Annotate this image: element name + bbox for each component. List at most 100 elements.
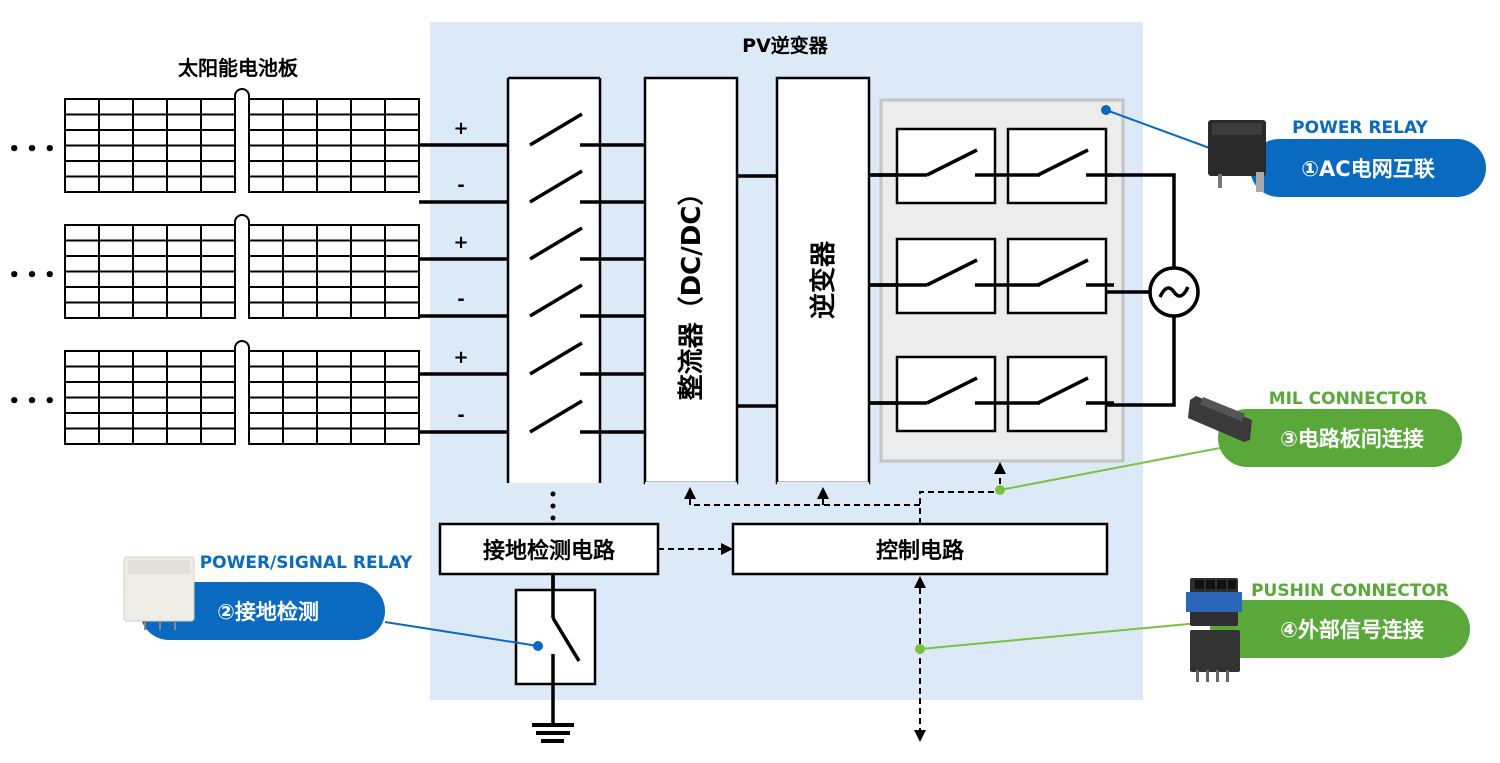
solar-cell (132, 144, 168, 162)
solar-cell (384, 98, 420, 116)
solar-cell (350, 381, 386, 399)
solar-cell (282, 270, 318, 288)
callout-label: ③电路板间连接 (1280, 427, 1424, 451)
dc-switches (529, 112, 645, 434)
solar-cell (200, 396, 236, 414)
solar-cell (98, 224, 134, 242)
panel-link (234, 214, 250, 225)
solar-cell (282, 365, 318, 383)
solar-cell (384, 301, 420, 319)
solar-cell (248, 160, 284, 178)
relay-blade (926, 376, 978, 405)
solar-cell (166, 365, 202, 383)
solar-cell (350, 239, 386, 257)
solar-cell (132, 129, 168, 147)
solar-cell (98, 286, 134, 304)
solar-cell (200, 144, 236, 162)
signal-relay-image (123, 556, 195, 630)
solar-cell (98, 160, 134, 178)
control-circuit-label: 控制电路 (876, 538, 965, 564)
solar-cell (350, 224, 386, 242)
solar-cell (98, 255, 134, 273)
solar-cell (64, 286, 100, 304)
ground-icon (532, 723, 574, 743)
solar-cell (384, 412, 420, 430)
solar-cell (384, 113, 420, 131)
solar-cell (64, 144, 100, 162)
solar-cell (384, 175, 420, 193)
solar-cell (132, 270, 168, 288)
relay-blade (926, 258, 978, 287)
solar-cell (350, 365, 386, 383)
solar-cell (248, 286, 284, 304)
solar-cell (248, 255, 284, 273)
solar-cell (282, 160, 318, 178)
dc-switch-blade (529, 399, 583, 434)
callout-label: ①AC电网互联 (1301, 157, 1434, 181)
solar-cell (282, 301, 318, 319)
solar-cell (282, 350, 318, 368)
panel-link (234, 340, 250, 351)
solar-cell (200, 350, 236, 368)
solar-cell (316, 255, 352, 273)
solar-panel: • • • (8, 340, 420, 445)
panel-ellipsis: • • • (8, 391, 55, 412)
solar-cell (248, 412, 284, 430)
solar-cell (132, 396, 168, 414)
solar-cell (316, 175, 352, 193)
solar-panel: • • • (8, 88, 420, 193)
solar-cell (132, 255, 168, 273)
solar-cell (384, 160, 420, 178)
solar-cell (200, 301, 236, 319)
callout-category: POWER/SIGNAL RELAY (200, 553, 413, 573)
solar-cell (98, 301, 134, 319)
dc-switch-blade (529, 169, 583, 204)
solar-cell (316, 396, 352, 414)
solar-cell (248, 350, 284, 368)
solar-cell (98, 239, 134, 257)
solar-cell (350, 270, 386, 288)
callout-label: ④外部信号连接 (1280, 618, 1424, 642)
solar-cell (200, 412, 236, 430)
panel-link (234, 88, 250, 99)
callout-pushin-connector: PUSHIN CONNECTOR ④外部信号连接 (1186, 578, 1470, 682)
solar-cell (200, 270, 236, 288)
solar-cell (282, 412, 318, 430)
solar-cell (248, 396, 284, 414)
solar-cell (166, 381, 202, 399)
relay-blade (926, 148, 978, 177)
solar-cell (316, 350, 352, 368)
solar-cell (384, 396, 420, 414)
solar-panel: • • • (8, 214, 420, 319)
dc-switch-blade (529, 283, 583, 318)
callout-category: MIL CONNECTOR (1269, 389, 1428, 409)
solar-cell (64, 160, 100, 178)
solar-cell (166, 129, 202, 147)
solar-cell (132, 301, 168, 319)
solar-cell (384, 365, 420, 383)
solar-cell (200, 365, 236, 383)
solar-cell (384, 144, 420, 162)
polarity-label: + (453, 232, 468, 253)
solar-cell (64, 129, 100, 147)
solar-cell (132, 427, 168, 445)
solar-cell (316, 381, 352, 399)
solar-cell (200, 255, 236, 273)
solar-cell (282, 224, 318, 242)
mil-connector-image (1188, 396, 1252, 442)
ac-relays (869, 127, 1114, 433)
solar-cell (98, 270, 134, 288)
solar-cell (282, 381, 318, 399)
power-relay-image (1208, 120, 1266, 192)
solar-cell (350, 255, 386, 273)
solar-cell (282, 427, 318, 445)
leader-mil-connector (999, 447, 1221, 491)
solar-cell (98, 175, 134, 193)
solar-cell (132, 113, 168, 131)
dc-switch-blade (529, 112, 583, 147)
solar-cell (316, 301, 352, 319)
solar-cell (200, 129, 236, 147)
leader-power-relay (1105, 109, 1216, 151)
panel-ellipsis: • • • (8, 139, 55, 160)
solar-cell (350, 129, 386, 147)
